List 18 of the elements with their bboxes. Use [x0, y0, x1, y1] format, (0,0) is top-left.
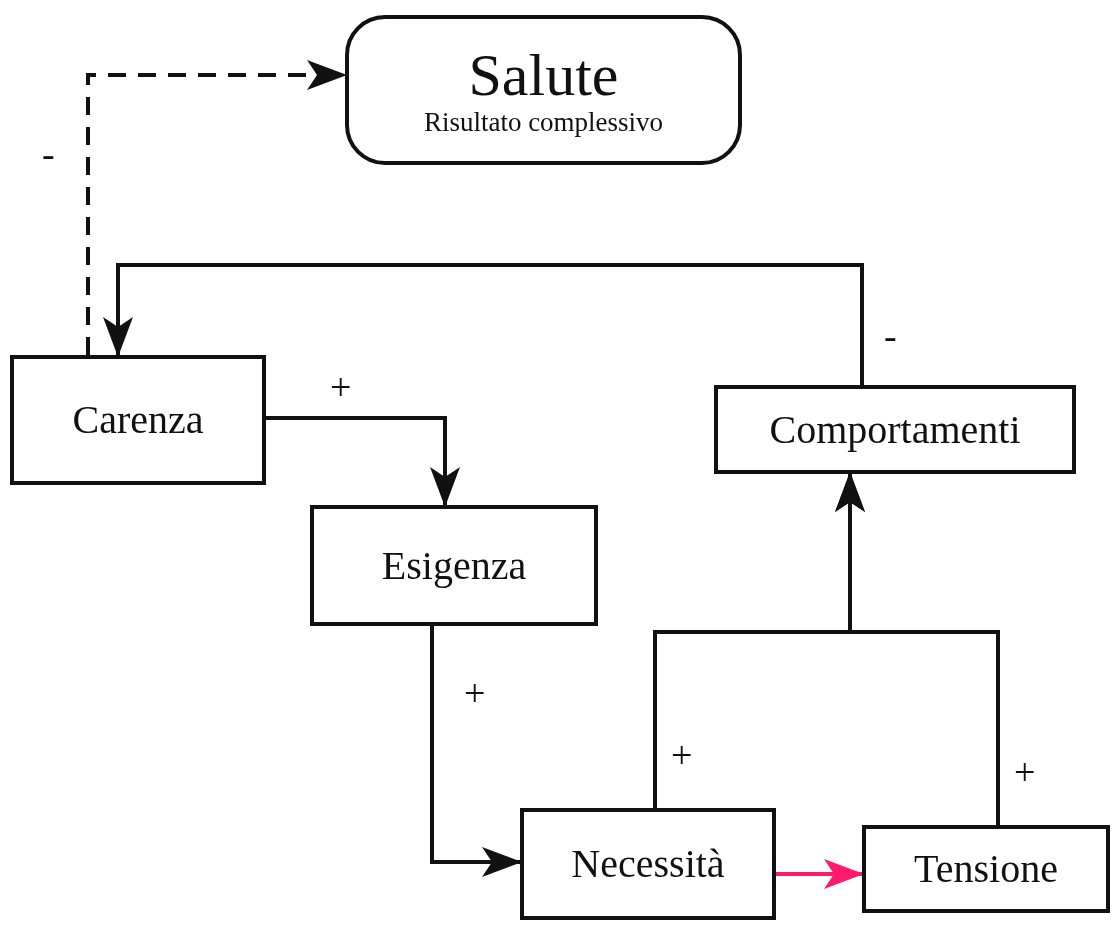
arrow	[430, 626, 522, 877]
node-title: Necessità	[571, 842, 725, 886]
process-box	[10, 355, 266, 485]
process-box	[520, 808, 776, 920]
arrow	[103, 263, 864, 385]
node-title: Carenza	[72, 398, 204, 442]
process-box	[862, 825, 1110, 913]
process-box	[714, 385, 1076, 474]
node-title: Comportamenti	[769, 407, 1021, 452]
node-subtitle: Risultato complessivo	[423, 108, 664, 138]
rounded-box	[345, 15, 742, 165]
node-title: Salute	[468, 42, 619, 109]
process-box	[310, 505, 598, 626]
arrow	[266, 416, 460, 507]
dashed-arrow	[86, 60, 347, 355]
arrow	[776, 859, 864, 889]
node-title: Esigenza	[381, 543, 527, 588]
node-title: Tensione	[914, 847, 1058, 891]
